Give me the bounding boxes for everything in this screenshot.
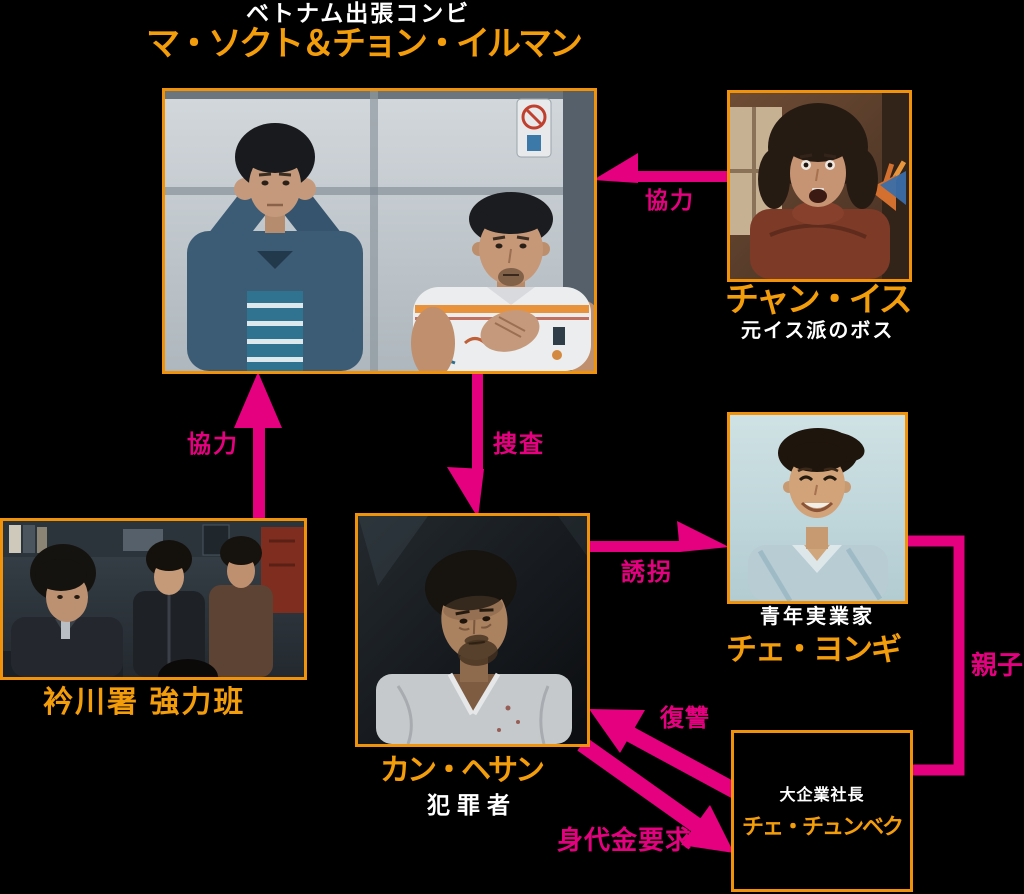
chunbaek-role: 大企業社長 [779,787,865,804]
arrow-cooperation-from-geumcheon [234,372,282,519]
relation-ransom-demand: 身代金要求 [557,825,693,855]
geumcheon-name: 衿川署 強力班 [43,686,246,719]
photo-illustration-jang-isu [730,93,909,279]
photo-geumcheon-unit [0,518,307,680]
photo-illustration-duo [165,91,594,371]
chart-subtitle: ベトナム出張コンビ [246,0,471,26]
relation-parent-child: 親子 [971,650,1024,680]
kang-role: 犯罪者 [427,792,517,818]
chunbaek-name: チェ・チュンベク [741,814,904,839]
yonggi-name: チェ・ヨンギ [726,632,902,667]
photo-kang-haesang [355,513,590,747]
photo-illustration-choi-yonggi [730,415,905,601]
yonggi-role: 青年実業家 [760,606,875,628]
jang-isu-role: 元イス派のボス [741,320,895,342]
kang-name: カン・ヘサン [380,754,545,787]
arrow-kidnap [590,521,729,552]
relation-cooperation-jang: 協力 [645,187,695,213]
photo-ma-seokdo-and-jeon-ilman [162,88,597,374]
photo-illustration-kang-haesang [358,516,587,744]
relation-investigation: 捜査 [493,431,545,458]
relation-kidnap: 誘拐 [621,559,673,586]
photo-illustration-geumcheon-unit [3,521,304,677]
card-choi-chunbaek: 大企業社長 チェ・チュンベク [731,730,913,892]
relation-cooperation-geumcheon: 協力 [187,431,239,458]
jang-isu-name: チャン・イス [725,281,913,319]
chart-title: マ・ソクト＆チョン・イルマン [146,25,583,63]
arrow-investigation [447,372,484,518]
photo-jang-isu [727,90,912,282]
arrow-cooperation-from-jang [593,153,728,183]
relation-revenge: 復讐 [660,705,710,732]
photo-choi-yonggi [727,412,908,604]
